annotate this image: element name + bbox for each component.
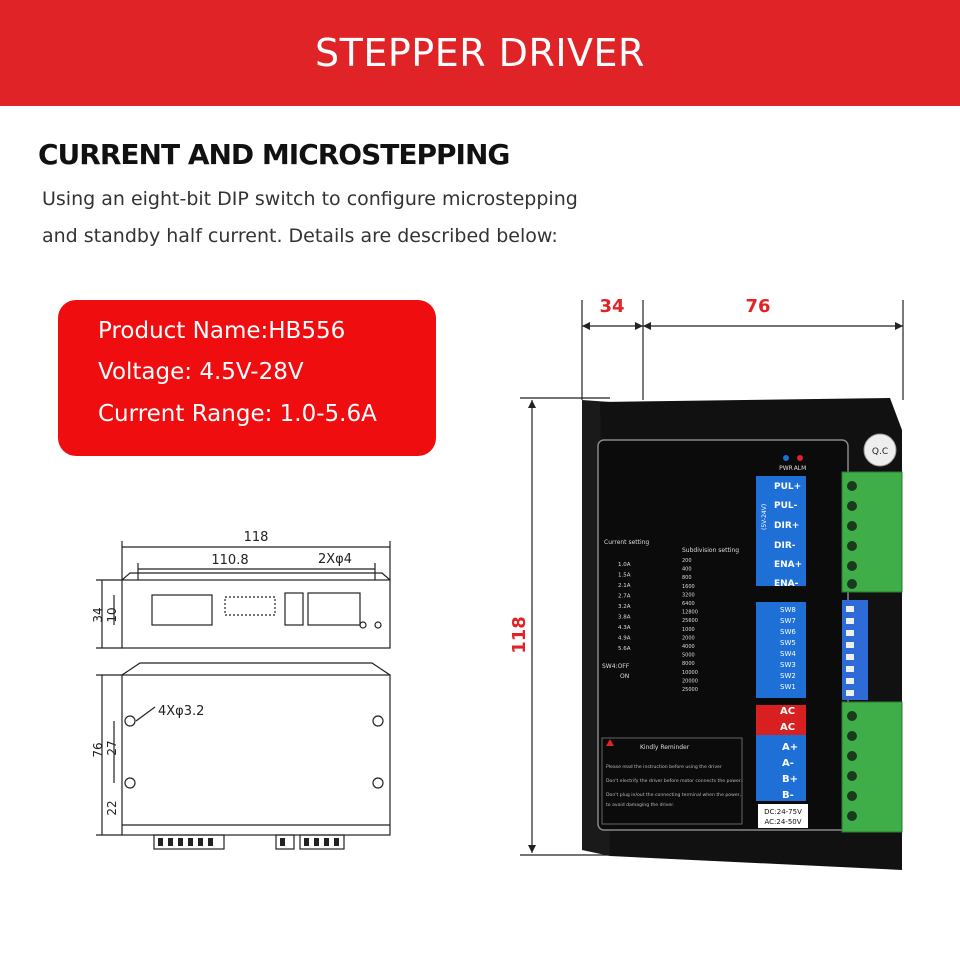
subdivision-value-cell: 10000 [682, 670, 698, 676]
dim-height-side: 34 [91, 607, 105, 622]
dip-sw1: SW1 [780, 683, 796, 691]
terminal-b-minus: B- [782, 790, 794, 801]
terminal-dir-plus: DIR+ [774, 521, 799, 531]
banner-title: STEPPER DRIVER [315, 31, 645, 75]
subdivision-value-cell: 12800 [682, 610, 698, 616]
photo-dim-thickness: 34 [599, 296, 624, 317]
subdivision-value-cell: 25600 [682, 618, 698, 624]
subdivision-value-cell: 5000 [682, 653, 695, 659]
current-value-cell: 4.9A [618, 636, 631, 642]
dim-width-inner: 110.8 [211, 553, 248, 568]
top-banner: STEPPER DRIVER [0, 0, 960, 106]
reminder-line-2: Don't electrify the driver before motor … [606, 778, 742, 784]
subdivision-value-cell: 1000 [682, 627, 695, 633]
dip-sw6: SW6 [780, 628, 796, 636]
dimension-drawing: 118 110.8 2Xφ4 34 10 4Xφ3.2 76 27 22 [91, 530, 391, 850]
dim-depth-b: 22 [105, 800, 119, 815]
subdivision-value-cell: 800 [682, 575, 692, 581]
terminal-a-minus: A- [782, 758, 794, 769]
section-heading: CURRENT AND MICROSTEPPING [38, 138, 510, 171]
subdivision-value-cell: 200 [682, 558, 692, 564]
led-alm: ALM [794, 465, 807, 472]
terminal-ena-plus: ENA+ [774, 560, 802, 570]
subdivision-value-cell: 3200 [682, 592, 695, 598]
reminder-title: Kindly Reminder [640, 744, 690, 751]
description-line-1: Using an eight-bit DIP switch to configu… [42, 188, 578, 210]
dim-mount-holes: 4Xφ3.2 [158, 704, 204, 719]
power-range-ac: AC:24-50V [764, 818, 801, 826]
subdivision-setting-label: Subdivision setting [682, 547, 739, 554]
subdivision-value-cell: 20000 [682, 678, 698, 684]
reminder-line-3: Don't plug in/out the connecting termina… [606, 792, 742, 798]
terminal-ac-1: AC [780, 706, 795, 717]
signal-voltage-label: (5V-24V) [761, 504, 768, 530]
terminal-pul-minus: PUL- [774, 501, 798, 511]
photo-dim-height: 118 [509, 616, 530, 654]
photo-dim-depth: 76 [745, 296, 770, 317]
terminal-ac-2: AC [780, 722, 795, 733]
subdivision-value-cell: 4000 [682, 644, 695, 650]
current-setting-label: Current setting [604, 539, 649, 546]
spec-voltage: Voltage: 4.5V-28V [98, 359, 304, 385]
terminal-dir-minus: DIR- [774, 541, 796, 551]
subdivision-value-cell: 6400 [682, 601, 695, 607]
dim-height-flange: 10 [105, 607, 119, 622]
current-value-cell: 2.1A [618, 583, 631, 589]
reminder-line-4: to avoid damaging the driver. [606, 802, 674, 808]
subdivision-value-cell: 25000 [682, 687, 698, 693]
dip-sw2: SW2 [780, 672, 796, 680]
dim-slot-holes: 2Xφ4 [318, 552, 352, 567]
dim-depth-a: 27 [105, 740, 119, 755]
dip-sw5: SW5 [780, 639, 796, 647]
current-value-cell: 1.0A [618, 562, 631, 568]
dim-depth-total: 76 [91, 742, 105, 757]
subdivision-value-cell: 400 [682, 567, 692, 573]
dip-sw3: SW3 [780, 661, 796, 669]
current-value-cell: 3.2A [618, 604, 631, 610]
subdivision-value-cell: 8000 [682, 661, 695, 667]
subdivision-value-cell: 1600 [682, 584, 695, 590]
terminal-a-plus: A+ [782, 742, 798, 753]
dip-sw7: SW7 [780, 617, 796, 625]
subdivision-table: 200 400 800 1600 3200 6400 12800 25600 1000 2000 4… [682, 558, 698, 693]
dip-sw8: SW8 [780, 606, 796, 614]
led-pwr: PWR [779, 465, 793, 472]
current-value-cell: 3.8A [618, 615, 631, 621]
reminder-line-1: Please read the instruction before using… [606, 764, 722, 770]
spec-current-range: Current Range: 1.0-5.6A [98, 401, 377, 427]
terminal-b-plus: B+ [782, 774, 798, 785]
sw4-note-on: ON [620, 673, 629, 680]
subdivision-value-cell: 2000 [682, 635, 695, 641]
current-value-cell: 1.5A [618, 573, 631, 579]
dim-width-total: 118 [244, 530, 269, 545]
current-value-cell: 5.6A [618, 646, 631, 652]
current-value-cell: 2.7A [618, 594, 631, 600]
terminal-pul-plus: PUL+ [774, 482, 801, 492]
terminal-ena-minus: ENA- [774, 579, 799, 589]
sw4-note-off: SW4:OFF [602, 663, 630, 670]
spec-product-name: Product Name:HB556 [98, 318, 346, 344]
qc-label: Q.C [872, 447, 888, 457]
spec-card: Product Name:HB556 Voltage: 4.5V-28V Cur… [58, 300, 436, 456]
power-range-dc: DC:24-75V [764, 808, 802, 816]
driver-photo: 34 76 118 Q.C PWR ALM PUL+ PUL- DIR+ DIR… [509, 296, 904, 870]
description-line-2: and standby half current. Details are de… [42, 225, 558, 247]
current-table: 1.0A 1.5A 2.1A 2.7A 3.2A 3.8A 4.3A 4.9A 5.6A [618, 562, 631, 652]
current-value-cell: 4.3A [618, 625, 631, 631]
dip-sw4: SW4 [780, 650, 796, 658]
